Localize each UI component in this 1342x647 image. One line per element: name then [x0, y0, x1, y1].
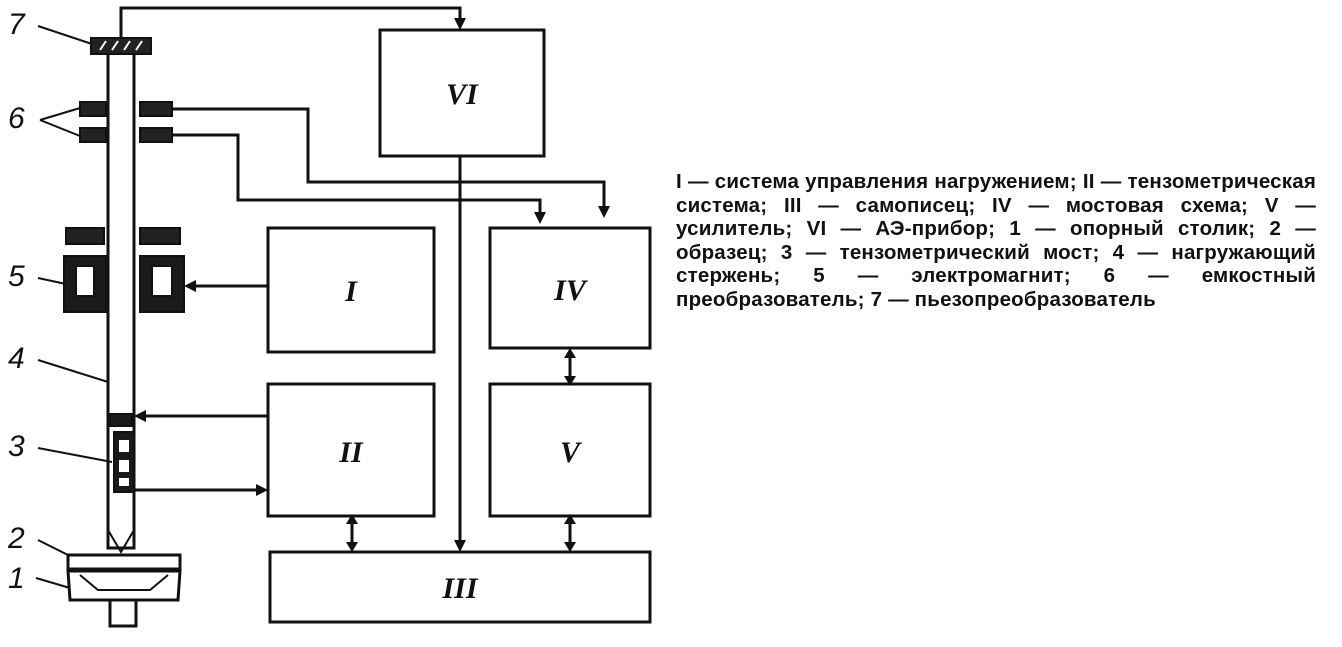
callout-6: 6: [8, 102, 25, 135]
block-vi: VI: [378, 28, 546, 158]
callout-7: 7: [8, 8, 26, 41]
callout-1: 1: [8, 562, 25, 595]
callout-5: 5: [8, 260, 25, 293]
specimen: [66, 553, 182, 571]
callout-4: 4: [8, 342, 25, 375]
test-rig-diagram: 7 6 5 4 3 2 1 VI I IV II V III: [7, 6, 652, 628]
piezo-transducer: [90, 37, 152, 55]
support-table: [66, 569, 182, 628]
callout-3: 3: [8, 430, 25, 463]
block-v: V: [488, 382, 652, 518]
block-i: I: [266, 226, 436, 354]
electromagnet: [63, 227, 185, 313]
strain-gauge-bridge: [109, 413, 135, 493]
block-iii-label: III: [441, 572, 478, 605]
block-vi-label: VI: [446, 78, 479, 111]
block-i-label: I: [344, 275, 358, 308]
callout-2: 2: [7, 522, 25, 555]
connections: [119, 6, 610, 552]
figure-caption: I — система управления нагружением; II —…: [676, 170, 1316, 311]
block-v-label: V: [560, 436, 583, 469]
block-ii-label: II: [338, 436, 364, 469]
block-iv: IV: [488, 226, 652, 350]
block-iv-label: IV: [553, 274, 589, 307]
block-ii: II: [266, 382, 436, 518]
block-iii: III: [268, 550, 652, 624]
